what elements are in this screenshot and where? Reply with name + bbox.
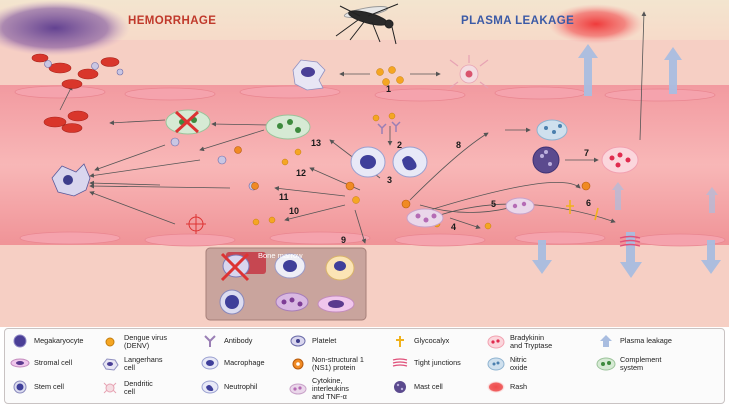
step-12: 12 bbox=[296, 168, 306, 178]
macrophage-icon bbox=[199, 356, 221, 370]
legend-item-bradykinin: Bradykinin and Tryptase bbox=[485, 334, 552, 350]
legend-item-cytokine: Cytokine, interleukins and TNF-α bbox=[287, 377, 349, 401]
platelet-aggregate bbox=[51, 163, 91, 197]
platelet-target bbox=[186, 214, 206, 234]
cytokine-icon bbox=[287, 382, 309, 396]
legend-item-mast-cell: Mast cell bbox=[389, 380, 443, 394]
step-6: 6 bbox=[586, 198, 591, 208]
legend-item-dendritic-cell: Dendritic cell bbox=[99, 380, 153, 396]
legend-item-dengue-virus: Dengue virus (DENV) bbox=[99, 334, 167, 350]
legend-item-stem-cell: Stem cell bbox=[9, 380, 64, 394]
bradykinin-tryptase bbox=[601, 146, 639, 174]
step-4: 4 bbox=[451, 222, 456, 232]
step-10: 10 bbox=[289, 206, 299, 216]
stromal-cell-icon bbox=[9, 356, 31, 370]
legend-item-complement: Complement system bbox=[595, 356, 661, 372]
dengue-pathogenesis-diagram: HEMORRHAGE PLASMA LEAKAGE bbox=[0, 0, 729, 327]
rash-icon bbox=[548, 4, 644, 44]
red-blood-cells bbox=[31, 53, 120, 133]
legend-item-platelet: Platelet bbox=[287, 334, 336, 348]
step-2: 2 bbox=[397, 140, 402, 150]
legend-item-antibody: Antibody bbox=[199, 334, 252, 348]
tight-junctions-icon bbox=[389, 356, 411, 370]
mosquito-icon bbox=[335, 3, 399, 45]
step-1: 1 bbox=[386, 84, 391, 94]
step-11: 11 bbox=[279, 192, 289, 202]
nitric-oxide bbox=[536, 119, 568, 141]
bradykinin-tryptase-icon bbox=[485, 335, 507, 349]
complement-system-icon bbox=[595, 357, 617, 371]
step-9: 9 bbox=[341, 235, 346, 245]
legend-item-nitric-oxide: Nitric oxide bbox=[485, 356, 527, 372]
legend-item-ns1: Non-structural 1 (NS1) protein bbox=[287, 356, 364, 372]
tight-junctions-icon bbox=[619, 235, 641, 247]
platelet-icon bbox=[287, 334, 309, 348]
legend-item-rash: Rash bbox=[485, 380, 527, 394]
dendritic-cell bbox=[449, 55, 489, 89]
mast-cell bbox=[532, 146, 560, 174]
step-3: 3 bbox=[387, 175, 392, 185]
hemorrhage-bruise bbox=[0, 0, 130, 56]
neutrophil bbox=[392, 146, 428, 178]
legend-panel: Megakaryocyte Dengue virus (DENV) Antibo… bbox=[4, 328, 725, 404]
endothelial-cells bbox=[14, 85, 726, 247]
antibodies bbox=[377, 121, 401, 134]
step-7: 7 bbox=[584, 148, 589, 158]
dendritic-cell-icon bbox=[99, 381, 121, 395]
legend-item-glycocalyx: Glycocalyx bbox=[389, 334, 449, 348]
glycocalyx bbox=[566, 200, 599, 221]
megakaryocyte-icon bbox=[9, 334, 31, 348]
legend-item-macrophage: Macrophage bbox=[199, 356, 265, 370]
complement-system bbox=[165, 109, 311, 140]
bone-marrow-title: Bone marrow bbox=[258, 251, 303, 260]
dermis-layer bbox=[0, 40, 729, 90]
step-8: 8 bbox=[456, 140, 461, 150]
neutrophil-icon bbox=[199, 380, 221, 394]
rash-icon bbox=[485, 380, 507, 394]
step-13: 13 bbox=[311, 138, 321, 148]
bone-marrow-panel bbox=[205, 247, 367, 321]
macrophage bbox=[350, 146, 386, 178]
ns1-protein-icon bbox=[287, 357, 309, 371]
legend-item-neutrophil: Neutrophil bbox=[199, 380, 257, 394]
cytokines bbox=[406, 197, 535, 228]
legend-item-plasma-leakage: Plasma leakage bbox=[595, 334, 672, 348]
langerhans-cell bbox=[292, 59, 326, 91]
hemorrhage-title: HEMORRHAGE bbox=[128, 15, 216, 27]
step-numbers: 1 2 3 4 5 6 7 8 9 10 11 12 13 bbox=[279, 84, 591, 245]
dengue-virus-icon bbox=[99, 335, 121, 349]
step-5: 5 bbox=[491, 199, 496, 209]
nitric-oxide-icon bbox=[485, 357, 507, 371]
plasma-leakage-icon bbox=[595, 334, 617, 348]
plasma-leakage-arrows bbox=[532, 44, 721, 278]
ns1-proteins bbox=[234, 146, 591, 209]
langerhans-cell-icon bbox=[99, 357, 121, 371]
legend-item-stromal-cell: Stromal cell bbox=[9, 356, 72, 370]
stem-cell-icon bbox=[9, 380, 31, 394]
legend-item-langerhans-cell: Langerhans cell bbox=[99, 356, 163, 372]
glycocalyx-icon bbox=[389, 334, 411, 348]
antibody-icon bbox=[199, 334, 221, 348]
legend-item-tight-junctions: Tight junctions bbox=[389, 356, 461, 370]
plasma-leakage-title: PLASMA LEAKAGE bbox=[461, 15, 574, 27]
mast-cell-icon bbox=[389, 380, 411, 394]
legend-item-megakaryocyte: Megakaryocyte bbox=[9, 334, 83, 348]
